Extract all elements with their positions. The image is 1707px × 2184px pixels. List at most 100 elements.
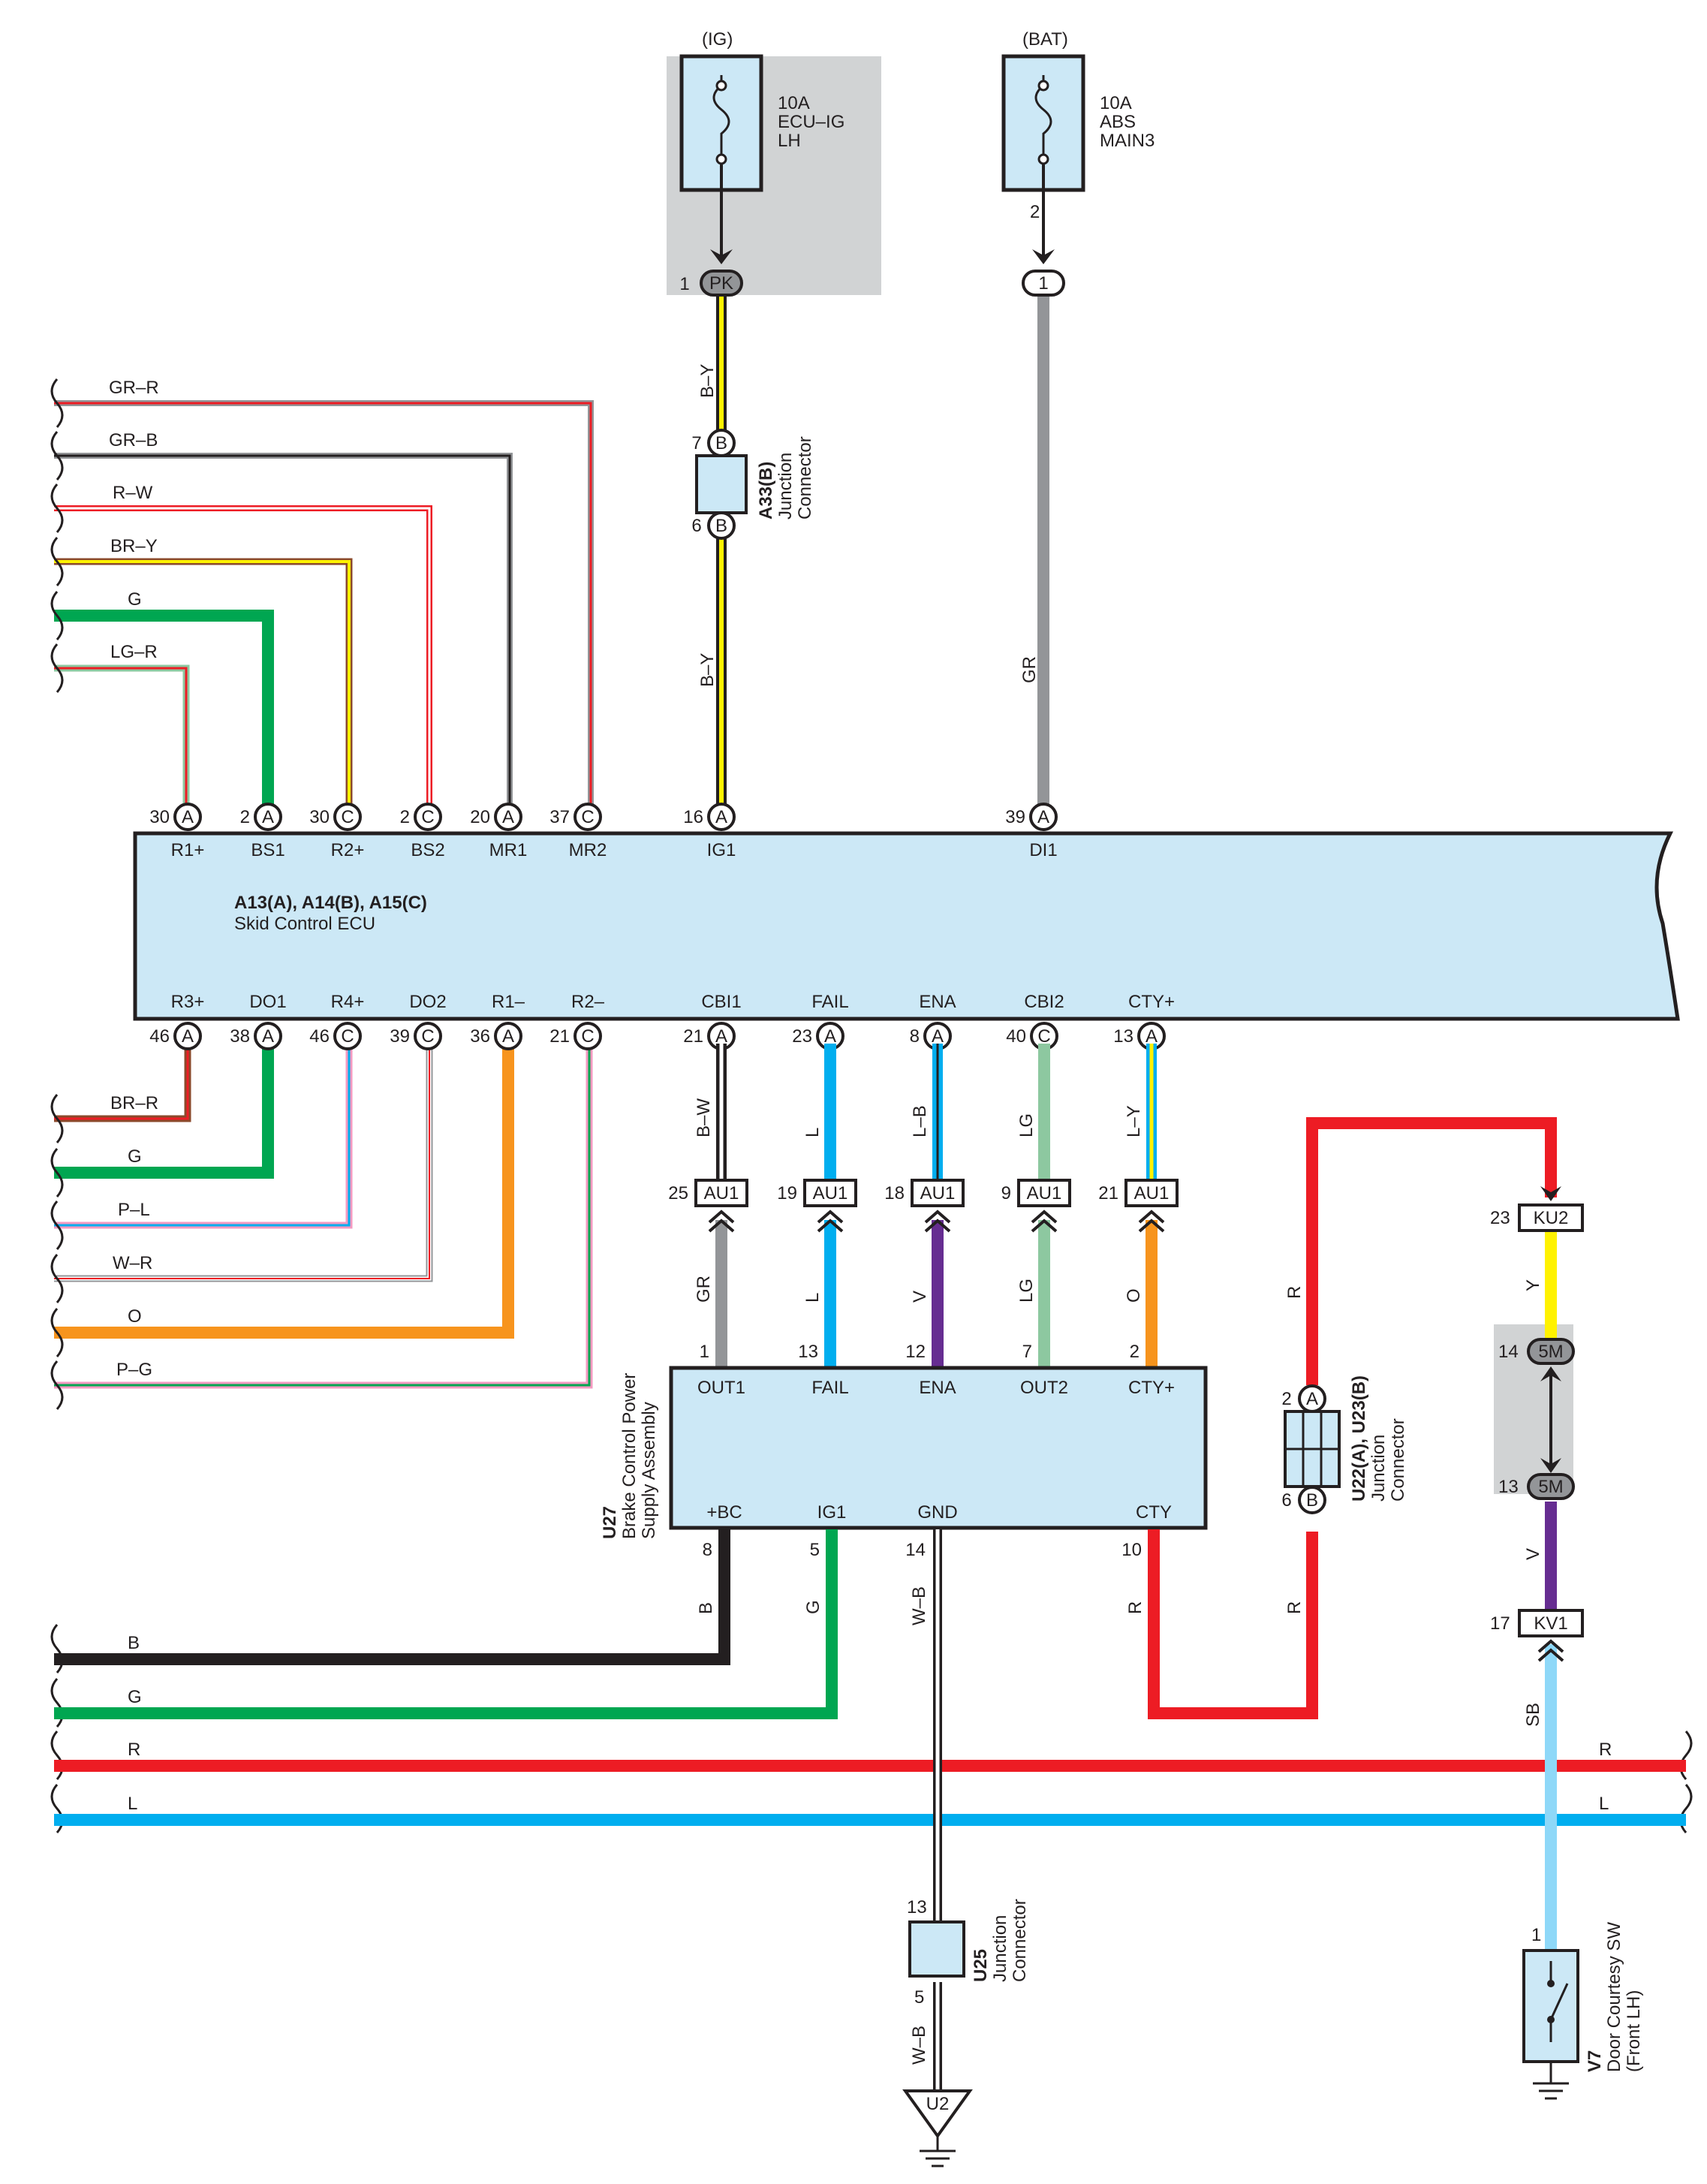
psu-id: U27 xyxy=(600,1506,620,1539)
pin-conn-letter: A xyxy=(715,807,727,827)
pin-conn-letter: B xyxy=(1306,1490,1318,1511)
connector-label: AU1 xyxy=(920,1183,956,1203)
fuse-header: (IG) xyxy=(702,29,733,50)
psu-bottom-pin: +BC8 xyxy=(703,1502,742,1560)
au1-to-psu-wires xyxy=(715,1220,1158,1366)
arrow-down-icon xyxy=(1032,249,1055,264)
bat-connector: 1 xyxy=(1022,270,1065,297)
wire-label: GR–B xyxy=(109,430,158,450)
pin-name: IG1 xyxy=(707,840,736,860)
pin-name: CTY+ xyxy=(1128,992,1175,1012)
chevron-up-icon xyxy=(708,1209,735,1224)
psu-pins: 1OUT113FAIL12ENA7OUT22CTY++BC8IG15GND14C… xyxy=(697,1342,1175,1560)
fuse-header: (BAT) xyxy=(1022,29,1068,50)
pin-number: 18 xyxy=(884,1183,905,1203)
pin-name: R1– xyxy=(492,992,525,1012)
pin-number: 46 xyxy=(149,1026,170,1047)
fuse-line: LH xyxy=(778,131,801,151)
pin-name: BS2 xyxy=(411,840,444,860)
wire-label: G xyxy=(803,1600,823,1614)
pin-number: 14 xyxy=(1498,1342,1519,1362)
wire-label: Y xyxy=(1523,1279,1543,1291)
ecu-bottom-pin: R3+A46 xyxy=(149,992,204,1050)
fuse-symbol-icon xyxy=(1034,75,1052,159)
left-top-wire-labels: GR–R GR–B R–W BR–Y G LG–R xyxy=(109,378,159,662)
pin-number: 21 xyxy=(1098,1183,1118,1203)
wire-label: BR–Y xyxy=(110,536,158,556)
pin-number: 39 xyxy=(390,1026,410,1047)
wire-label: W–B xyxy=(909,2026,929,2065)
wire-label: P–L xyxy=(118,1200,150,1220)
wire-label: GR xyxy=(1019,656,1040,683)
pin-name: DO2 xyxy=(409,992,446,1012)
ecu-title: A13(A), A14(B), A15(C) xyxy=(234,893,427,913)
pin-conn-letter: A xyxy=(182,1026,194,1047)
pin-number: 8 xyxy=(703,1540,712,1560)
pin-name: CTY xyxy=(1136,1502,1172,1523)
u22-junction: A 2 B 6 U22(A), U23(B) Junction Connecto… xyxy=(1281,1117,1561,1614)
chevron-up-icon xyxy=(924,1209,951,1224)
pin-number: 2 xyxy=(1281,1389,1291,1409)
pin-number: 13 xyxy=(1113,1026,1133,1047)
pin-number: 10 xyxy=(1121,1540,1142,1560)
wire-label: R xyxy=(1125,1601,1146,1614)
pin-number: 7 xyxy=(1022,1342,1032,1362)
pin-name: CTY+ xyxy=(1128,1378,1175,1398)
pin-number: 30 xyxy=(149,807,170,827)
wire-label: GR–R xyxy=(109,378,159,398)
chevron-up-icon xyxy=(708,1219,735,1233)
wire-label: R xyxy=(1284,1601,1305,1614)
pin-conn-letter: A xyxy=(182,807,194,827)
pin-number: 2 xyxy=(1030,202,1040,222)
wire-label: GR xyxy=(694,1276,714,1303)
wire-label: V xyxy=(1523,1548,1543,1560)
chevron-up-icon xyxy=(817,1219,844,1233)
bus-label: L xyxy=(128,1794,137,1814)
pin-number: 39 xyxy=(1005,807,1025,827)
bus-label: R xyxy=(128,1740,140,1760)
pin-name: DO1 xyxy=(249,992,286,1012)
junction-name: U22(A), U23(B) xyxy=(1349,1375,1369,1502)
ecu-top-pins: A30R1+A2BS1C30R2+C2BS2A20MR1C37MR2A16IG1… xyxy=(149,803,1058,860)
pin-conn-letter: A xyxy=(932,1026,944,1047)
skid-control-ecu: A13(A), A14(B), A15(C) Skid Control ECU xyxy=(133,831,1680,1021)
wire-label: O xyxy=(128,1306,142,1327)
wire-label: P–G xyxy=(116,1360,152,1380)
brake-control-power-supply: U27 Brake Control Power Supply Assembly xyxy=(600,1366,1208,1539)
pin-number: 2 xyxy=(1130,1342,1140,1362)
pin-number: 46 xyxy=(309,1026,330,1047)
arrow-down-icon xyxy=(710,249,733,264)
connector-label: 5M xyxy=(1538,1342,1563,1362)
wire-label: L–B xyxy=(910,1105,930,1137)
pin-conn-letter: A xyxy=(1146,1026,1158,1047)
junction-box xyxy=(908,1920,965,1978)
bat-fuse: (BAT) 10A ABS MAIN3 2 xyxy=(1001,29,1155,264)
wire-label: LG–R xyxy=(110,642,158,662)
pin-conn-letter: C xyxy=(581,807,594,827)
bus-label: R xyxy=(1599,1740,1612,1760)
pin-conn-letter: C xyxy=(421,807,434,827)
junction-desc: Connector xyxy=(1010,1899,1030,1982)
fuse-symbol-icon xyxy=(712,75,730,159)
pin-name: BS1 xyxy=(251,840,284,860)
pin-number: 5 xyxy=(810,1540,820,1560)
connector-label: AU1 xyxy=(813,1183,848,1203)
pin-number: 13 xyxy=(798,1342,818,1362)
pin-name: FAIL xyxy=(811,1378,848,1398)
pin-number: 2 xyxy=(240,807,250,827)
wire-label: BR–R xyxy=(110,1093,158,1113)
pin-conn-letter: B xyxy=(715,516,727,536)
psu-bottom-pin: CTY 10 xyxy=(1121,1502,1172,1560)
connector-label: 5M xyxy=(1538,1477,1563,1497)
